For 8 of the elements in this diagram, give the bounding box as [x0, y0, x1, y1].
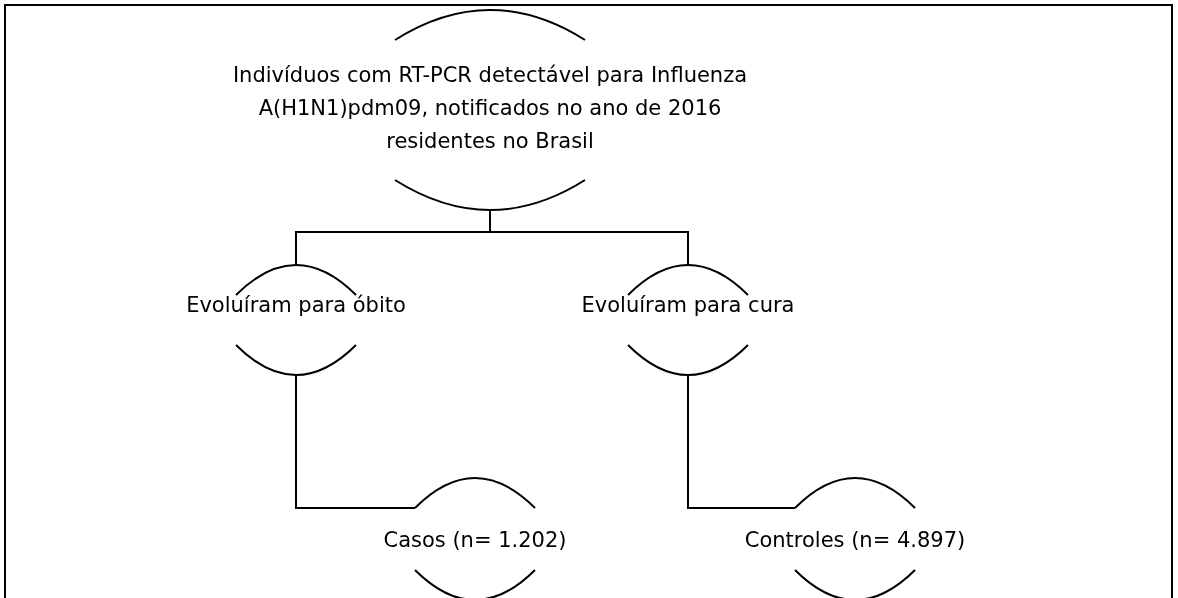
node-label: Evoluíram para cura — [580, 291, 796, 319]
connector-line — [489, 209, 689, 266]
connector-line — [295, 374, 416, 509]
node-label: Evoluíram para óbito — [185, 291, 407, 319]
connector-line — [687, 374, 796, 509]
node-label: Casos (n= 1.202) — [382, 526, 568, 554]
node-label: Indivíduos com RT-PCR detectável para Influenza A(H1N1)pdm09, notificados no ano de 2016 residentes no Brasil — [231, 61, 749, 155]
node-label: Controles (n= 4.897) — [743, 526, 967, 554]
